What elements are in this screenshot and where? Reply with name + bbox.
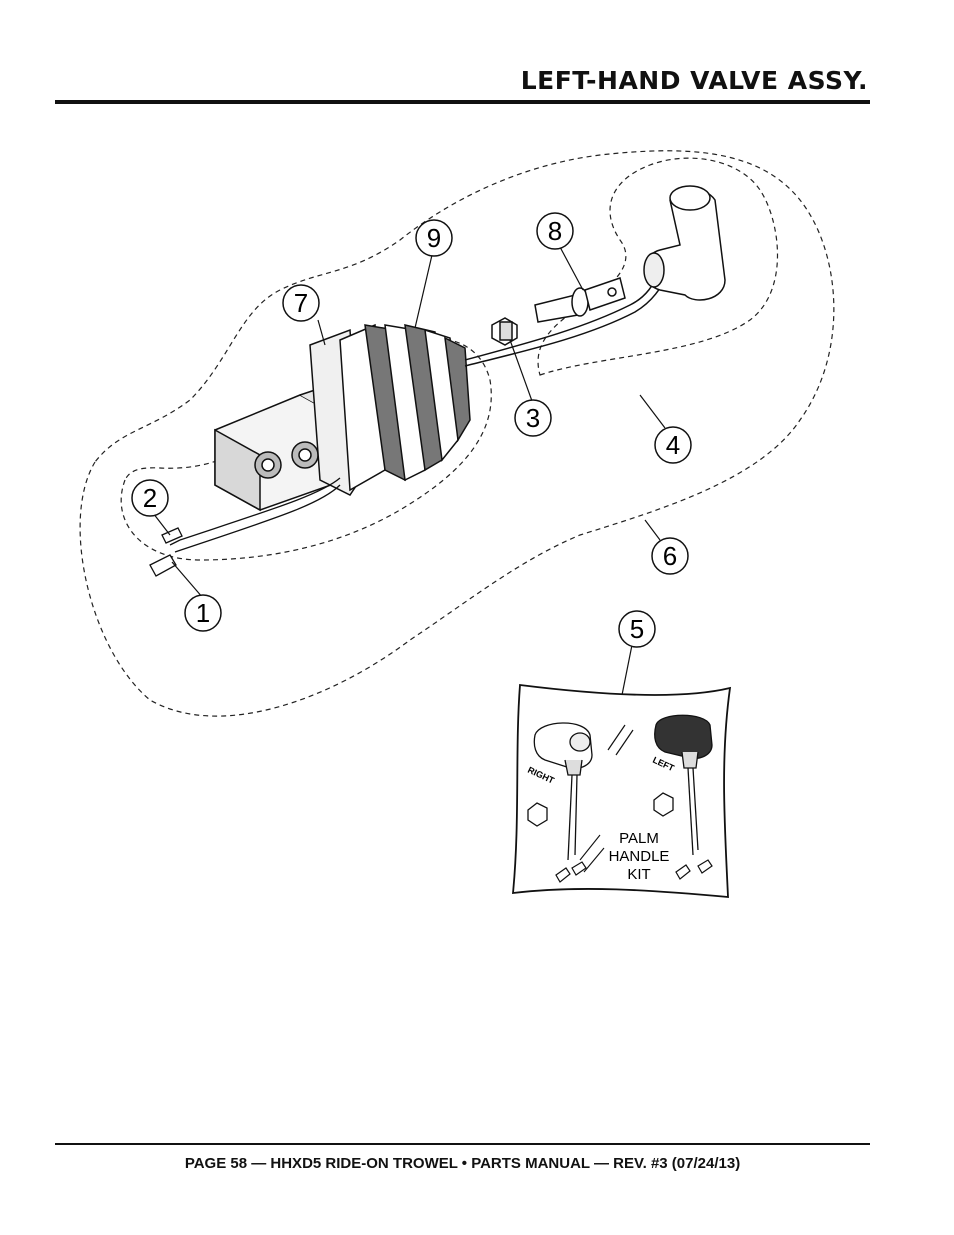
header-rule bbox=[55, 100, 870, 104]
left-connectors bbox=[675, 859, 713, 880]
svg-text:5: 5 bbox=[630, 614, 644, 644]
right-connectors bbox=[555, 861, 587, 883]
svg-text:9: 9 bbox=[427, 223, 441, 253]
kit-label-line2: HANDLE bbox=[609, 848, 670, 865]
left-nut bbox=[653, 792, 674, 817]
wire-leads bbox=[169, 477, 341, 553]
callout-2: 2 bbox=[131, 479, 169, 517]
callout-4: 4 bbox=[654, 426, 692, 464]
palm-handle bbox=[643, 185, 726, 301]
callout-7: 7 bbox=[282, 284, 320, 322]
connector-1 bbox=[149, 554, 177, 577]
nut-3 bbox=[491, 317, 518, 346]
kit-label-line1: PALM bbox=[619, 830, 659, 847]
callout-8: 8 bbox=[536, 212, 574, 250]
page-footer: PAGE 58 — HHXD5 RIDE-ON TROWEL • PARTS M… bbox=[184, 1155, 741, 1172]
svg-text:4: 4 bbox=[666, 430, 680, 460]
page-title: LEFT-HAND VALVE ASSY. bbox=[520, 66, 868, 95]
pin-8 bbox=[534, 277, 626, 323]
kit-label-line3: KIT bbox=[627, 866, 650, 883]
callout-9: 9 bbox=[415, 219, 453, 257]
callout-3: 3 bbox=[514, 399, 552, 437]
svg-text:7: 7 bbox=[294, 288, 308, 318]
svg-text:6: 6 bbox=[663, 541, 677, 571]
palm-handle-kit-panel: RIGHT LEFT PALM HANDLE KIT bbox=[511, 683, 732, 898]
callout-6: 6 bbox=[651, 537, 689, 575]
callout-5: 5 bbox=[618, 610, 656, 648]
right-nut bbox=[527, 802, 548, 827]
svg-text:3: 3 bbox=[526, 403, 540, 433]
footer-rule bbox=[55, 1143, 870, 1145]
boot-bellows-9 bbox=[339, 323, 471, 492]
right-palm-handle bbox=[533, 722, 593, 861]
valve-outline bbox=[120, 337, 492, 561]
svg-text:2: 2 bbox=[143, 483, 157, 513]
connector-2 bbox=[161, 527, 183, 544]
callout-1: 1 bbox=[184, 594, 222, 632]
svg-text:8: 8 bbox=[548, 216, 562, 246]
svg-text:1: 1 bbox=[196, 598, 210, 628]
leader-lines bbox=[152, 246, 666, 696]
left-palm-handle bbox=[654, 714, 713, 856]
